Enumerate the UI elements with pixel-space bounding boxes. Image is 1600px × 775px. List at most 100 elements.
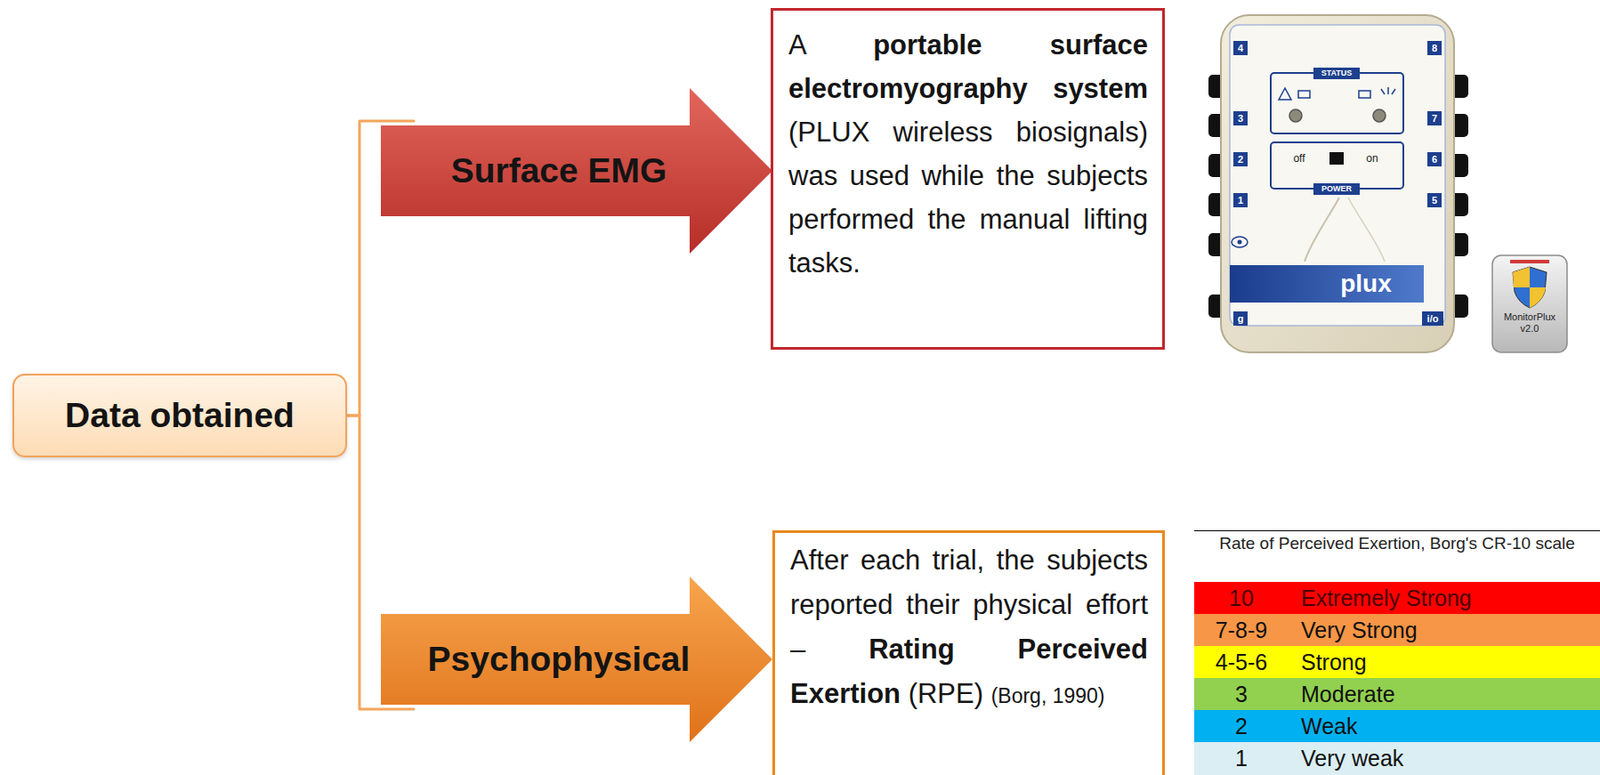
status-led [1373,109,1386,122]
device-body [1220,15,1455,353]
arrow-shape: Psychophysical [380,576,773,743]
text-run: obtained [149,395,295,435]
text-run: Surface [451,151,589,190]
text-run: portable [872,29,1051,61]
scale-value: 2 [1201,710,1282,743]
port-number: 8 [1427,40,1442,56]
monitorplux-icon [1492,255,1568,353]
text-run: manual [979,203,1084,235]
text-run: used [849,160,922,192]
scale-descriptor: Strong [1301,646,1586,679]
scale-descriptor: Very Strong [1301,614,1586,647]
device-face [1229,24,1446,326]
table-row [1194,678,1600,711]
table-row [1194,710,1600,743]
rpe-table [1194,531,1600,775]
text-run: electromyography [788,72,1053,105]
table-row [1194,742,1600,775]
arrow-body [380,576,773,743]
brand-banner [1229,265,1424,303]
arrow-text-area: Surface EMG [400,125,718,217]
table-rule [1194,530,1600,532]
switch-label: on [1357,151,1387,166]
category-box: Data obtained [12,373,348,458]
table-title: Rate of Perceived Exertion, Borg's CR-10… [1219,533,1576,555]
scale-value: 4-5-6 [1201,646,1282,679]
text-run: (PLUX [788,116,894,148]
port-number: 3 [1233,111,1248,126]
text-run: subjects [1046,544,1148,576]
scale-descriptor: Weak [1301,710,1586,743]
body-text: A portable surface electromyography syst… [788,23,1148,285]
text-run: biosignals) [1016,116,1148,148]
text-run: was [788,160,850,192]
text-run: Exertion [790,678,909,710]
status-panel [1270,72,1404,134]
text-run: the [996,544,1048,576]
text-run: wireless [893,116,1017,148]
arrow-text-area: Psychophysical [400,614,718,705]
text-run: the [996,160,1048,192]
power-panel [1270,142,1404,189]
text-run: – [790,633,869,665]
app-icon [1492,255,1568,353]
face-decoration [1348,197,1385,262]
text-run: surface [1050,29,1148,61]
port-number: g [1233,311,1248,326]
text-run: reported [790,589,906,621]
status-led [1289,109,1302,122]
shield-symbol [1512,266,1547,308]
plux-device [1208,15,1469,353]
table-row [1194,646,1600,679]
scale-descriptor: Moderate [1301,678,1586,711]
port-number: 1 [1233,193,1248,208]
text-run: A [788,29,873,61]
text-run: performed [788,203,928,235]
node-label: Data obtained [64,395,295,437]
table-row [1194,614,1600,647]
sensor-icon [1231,236,1248,248]
text-run: After [790,544,861,576]
port-number: 4 [1233,40,1248,56]
text-run: 1990) [1052,684,1106,708]
scale-descriptor: Extremely Strong [1301,581,1586,615]
text-run: lifting [1083,203,1148,235]
scale-descriptor: Very weak [1301,742,1586,775]
text-run: tasks. [788,247,861,279]
face-decoration [1304,197,1340,262]
port-number: 6 [1427,152,1442,167]
text-run: Rating [868,633,1018,665]
node-label: Surface EMG [451,151,668,192]
scale-value: 1 [1201,742,1282,775]
port-number: i/o [1422,311,1444,326]
app-icon-mark [1510,259,1550,264]
power-switch [1329,152,1344,165]
warning-icon [1278,88,1292,100]
app-icon-label: MonitorPlux v2.0 [1494,311,1566,335]
shield-symbol [1529,287,1546,308]
text-run: trial, [932,544,997,576]
panel-tab: POWER [1313,183,1360,195]
port-number: 2 [1233,152,1248,167]
text-box: After each trial, the subjects reported … [772,530,1165,775]
brand-logo: plux [1317,268,1415,299]
text-run: Psychophysical [428,639,691,679]
battery-icon [1358,90,1371,98]
text-run: (RPE) [908,678,992,710]
text-run: while [921,160,996,192]
text-box: A portable surface electromyography syst… [770,8,1165,350]
text-run: (Borg, [991,684,1053,708]
text-run: the [927,203,979,235]
text-run: system [1052,72,1148,105]
text-run: Data [64,395,150,435]
text-run: EMG [588,151,668,190]
scale-value: 10 [1201,581,1282,615]
text-run: each [860,544,933,576]
light-icon [1381,87,1396,95]
text-run: their [905,589,973,621]
text-run: physical [972,589,1086,621]
sensor-icon [1237,240,1243,245]
body-text: After each trial, the subjects reported … [790,538,1148,719]
text-run: Perceived [1018,633,1149,665]
arrow-body [380,88,773,254]
